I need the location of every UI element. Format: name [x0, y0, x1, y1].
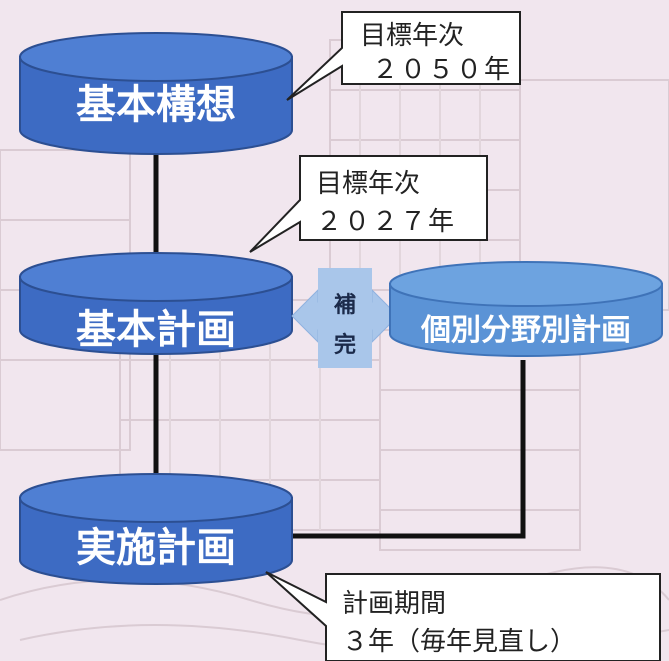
supplement-double-arrow: 補 完: [291, 268, 399, 368]
callout-year: ２０２７年: [316, 207, 456, 237]
callout-target-2027: 目標年次 ２０２７年: [249, 155, 488, 253]
node-label-kihon-kousou: 基本構想: [76, 82, 236, 128]
node-label-kihon-keikaku: 基本計画: [76, 307, 236, 353]
cylinder-jisshi-keikaku: 実施計画: [19, 473, 293, 585]
supplement-label-2: 完: [334, 332, 356, 358]
callout-label: 目標年次: [316, 169, 420, 199]
connector-kobetsu-jisshi: [290, 360, 526, 539]
callout-year: ２０５０年: [372, 55, 512, 85]
cylinder-kobetsu-keikaku: 個別分野別計画: [389, 261, 663, 357]
cylinder-kihon-keikaku: 基本計画: [19, 252, 293, 355]
node-label-kobetsu-keikaku: 個別分野別計画: [420, 313, 631, 348]
cylinder-kihon-kousou: 基本構想: [19, 32, 293, 155]
callout-label: 計画期間: [342, 589, 446, 619]
callout-label: 目標年次: [360, 21, 464, 51]
callout-period: ３年（毎年見直し）: [342, 627, 576, 657]
callout-plan-period: 計画期間 ３年（毎年見直し）: [265, 571, 661, 661]
callout-target-2050: 目標年次 ２０５０年: [286, 11, 521, 101]
supplement-label-1: 補: [333, 292, 356, 318]
node-label-jisshi-keikaku: 実施計画: [76, 525, 236, 571]
